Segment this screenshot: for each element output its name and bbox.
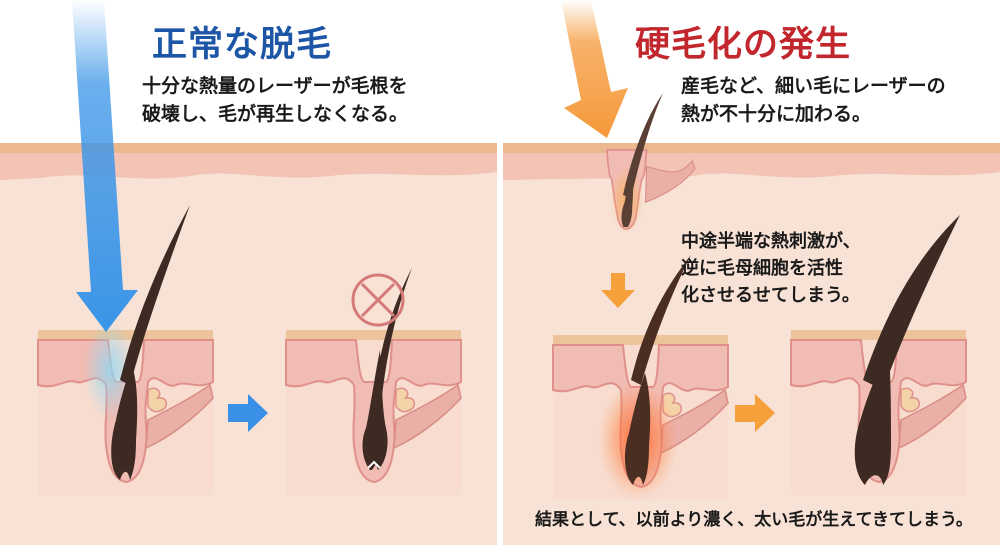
result-caption: 結果として、以前より濃く、太い毛が生えてきてしまう。 xyxy=(535,510,973,530)
follicle-destroyed xyxy=(285,329,462,496)
right-arrow-icon xyxy=(228,394,268,432)
hair-strand xyxy=(863,215,960,390)
hair-strand xyxy=(374,268,412,395)
normal-removal-description: 十分な熱量のレーザーが毛根を 破壊し、毛が再生しなくなる。 xyxy=(142,75,409,125)
normal-hair-removal-panel: 正常な脱毛 十分な熱量のレーザーが毛根を 破壊し、毛が再生しなくなる。 xyxy=(0,0,497,545)
right-arrow-icon xyxy=(735,394,775,432)
hypertrichosis-description: 産毛など、細い毛にレーザーの 熱が不十分に加わる。 xyxy=(681,75,946,125)
follicle-heated xyxy=(37,320,214,496)
hair-strand xyxy=(120,205,190,385)
laser-beam-arrow-icon xyxy=(561,0,628,138)
stimulation-explanation: 中途半端な熱刺激が、 逆に毛母細胞を活性 化させるせてしまう。 xyxy=(681,231,861,306)
panel-divider xyxy=(497,0,503,545)
follicle-stimulated xyxy=(552,334,729,501)
hair-strand xyxy=(623,93,663,198)
down-arrow-icon xyxy=(601,273,635,308)
paradoxical-hypertrichosis-panel: 硬毛化の発生 産毛など、細い毛にレーザーの 熱が不十分に加わる。 中途半端な熱刺… xyxy=(503,0,1000,545)
right-skin-illustration xyxy=(503,0,1000,545)
left-skin-illustration xyxy=(0,0,497,545)
normal-removal-title: 正常な脱毛 xyxy=(152,25,333,65)
prohibited-icon xyxy=(351,273,405,327)
laser-beam-arrow-icon xyxy=(72,0,138,332)
hypertrichosis-title: 硬毛化の発生 xyxy=(635,25,852,65)
hair-strand xyxy=(631,255,691,385)
